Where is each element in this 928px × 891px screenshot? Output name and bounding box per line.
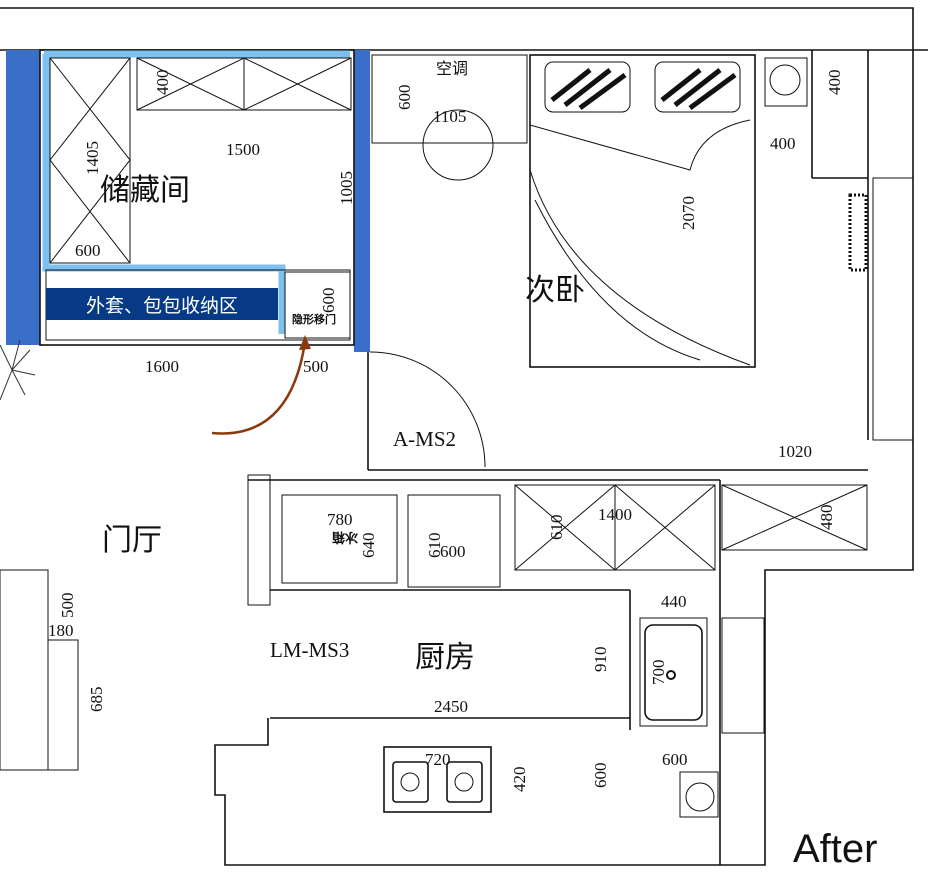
dim: 1400 xyxy=(598,505,632,524)
room-kitchen: 厨房 xyxy=(415,640,475,675)
plant-icon xyxy=(0,339,36,401)
arrow-icon xyxy=(211,341,307,435)
wardrobes xyxy=(514,484,868,571)
dim: 500 xyxy=(58,593,77,619)
dim: 610 xyxy=(425,533,444,559)
fan-icon xyxy=(769,64,801,96)
dim: 180 xyxy=(48,621,74,640)
ac-label: 空调 xyxy=(436,59,468,78)
dim: 420 xyxy=(510,767,529,793)
dim: 600 xyxy=(591,763,610,789)
dim: 600 xyxy=(395,85,414,111)
dim: 1020 xyxy=(778,442,812,461)
dim: 400 xyxy=(825,70,844,96)
vent-box xyxy=(764,57,808,107)
dim: 1600 xyxy=(145,357,179,376)
wall-blue-left xyxy=(6,50,40,345)
dim: 600 xyxy=(662,750,688,769)
door-lm-label: LM-MS3 xyxy=(270,638,349,662)
dim: 500 xyxy=(303,357,329,376)
coat-bag-zone-banner xyxy=(46,288,278,320)
dim: 640 xyxy=(359,533,378,559)
fridge-label: 冰箱 xyxy=(332,529,358,545)
dim: 1405 xyxy=(83,141,102,175)
dim: 700 xyxy=(649,660,668,686)
dim: 720 xyxy=(425,750,451,769)
dim: 440 xyxy=(661,592,687,611)
dim: 685 xyxy=(87,687,106,713)
dim: 600 xyxy=(319,288,338,314)
dim: 610 xyxy=(547,515,566,541)
storage-highlight xyxy=(42,50,350,334)
arrow-head-icon xyxy=(299,335,311,350)
dim: 1005 xyxy=(337,171,356,205)
stove xyxy=(383,746,492,813)
hidden-sliding-door-label: 隐形移门 xyxy=(292,312,336,326)
water-heater xyxy=(679,771,719,818)
cabinet xyxy=(407,494,501,588)
room-second-bedroom: 次卧 xyxy=(525,273,585,308)
dim: 1105 xyxy=(433,107,466,126)
dim: 400 xyxy=(770,134,796,153)
dim: 480 xyxy=(817,505,836,531)
dim: 780 xyxy=(327,510,353,529)
sink xyxy=(639,617,708,727)
door-arc-a xyxy=(369,351,486,468)
ac-circle xyxy=(422,109,494,181)
bed xyxy=(529,54,756,368)
fridge xyxy=(281,494,398,584)
dimension-labels: 400 1500 1405 600 1005 2100 600 1600 500… xyxy=(48,70,844,793)
wall-blue-right xyxy=(354,50,370,352)
after-label: After xyxy=(793,827,877,871)
dim: 910 xyxy=(591,647,610,673)
dim: 600 xyxy=(75,241,101,260)
door-a-label: A-MS2 xyxy=(393,427,456,451)
dim: 1500 xyxy=(226,140,260,159)
radiator-icon xyxy=(848,193,868,272)
dim: 600 xyxy=(440,542,466,561)
ac-unit xyxy=(371,54,528,144)
coat-bag-zone-label: 外套、包包收纳区 xyxy=(86,295,238,317)
room-foyer: 门厅 xyxy=(102,523,162,558)
room-storage: 储藏间 xyxy=(100,173,190,208)
dim: 400 xyxy=(153,70,172,96)
dim: 2070 xyxy=(679,196,698,230)
dim: 2450 xyxy=(434,697,468,716)
